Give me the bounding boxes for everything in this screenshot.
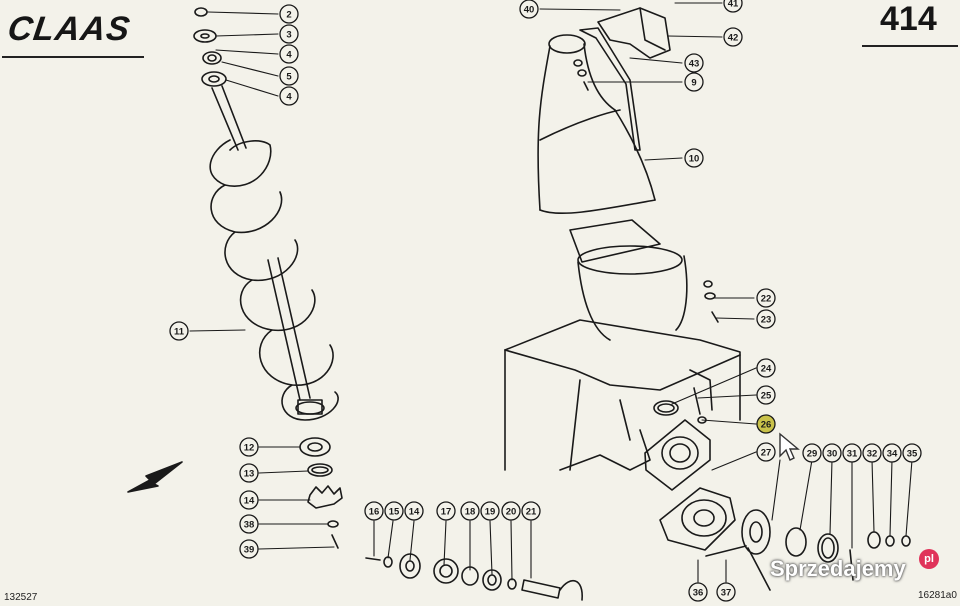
- callout-c5: 5: [279, 66, 299, 86]
- drawing-code-left: 132527: [4, 592, 38, 603]
- callout-label: 4: [286, 50, 292, 61]
- callout-c3: 3: [279, 24, 299, 44]
- sprzedajemy-badge: pl: [919, 549, 939, 569]
- callout-label: 29: [807, 449, 818, 460]
- callout-label: 12: [244, 443, 255, 454]
- callout-c4b: 4: [279, 86, 299, 106]
- callout-c38: 38: [239, 514, 259, 534]
- callout-c13: 13: [239, 463, 259, 483]
- discharge-spout-part-10: [504, 2, 755, 471]
- callout-c15: 15: [384, 501, 404, 521]
- callout-c35: 35: [902, 443, 922, 463]
- page-number: 414: [880, 0, 937, 38]
- callout-label: 18: [465, 507, 476, 518]
- callout-label: 40: [524, 5, 535, 16]
- callout-c16: 16: [364, 501, 384, 521]
- callout-label: 4: [286, 92, 292, 103]
- callout-label: 14: [409, 507, 420, 518]
- callout-c27: 27: [756, 442, 776, 462]
- callout-label: 10: [689, 154, 700, 165]
- callout-label: 25: [761, 391, 772, 402]
- callout-c24: 24: [756, 358, 776, 378]
- auger-leader-lines: [189, 11, 279, 332]
- callout-c37: 37: [716, 582, 736, 602]
- callout-c21: 21: [521, 501, 541, 521]
- callout-label: 24: [761, 364, 772, 375]
- callout-label: 32: [867, 449, 878, 460]
- callout-label: 36: [693, 588, 704, 599]
- callout-label: 2: [286, 10, 291, 21]
- callout-c41: 41: [723, 0, 743, 13]
- callout-label: 35: [907, 449, 918, 460]
- callout-label: 5: [286, 72, 292, 83]
- callout-c39: 39: [239, 539, 259, 559]
- callout-label: 17: [441, 507, 452, 518]
- callout-c25: 25: [756, 385, 776, 405]
- callout-c10: 10: [684, 148, 704, 168]
- callout-label: 30: [827, 449, 838, 460]
- callout-label: 38: [244, 520, 255, 531]
- drawing-code-right: 16281a0: [918, 590, 957, 601]
- callout-label: 3: [286, 30, 291, 41]
- bearing-parts-group: [127, 437, 343, 550]
- callout-label: 39: [244, 545, 255, 556]
- callout-c4a: 4: [279, 44, 299, 64]
- callout-c40: 40: [519, 0, 539, 19]
- callout-c18: 18: [460, 501, 480, 521]
- shaft-parts-row: [365, 520, 583, 601]
- logo-underline: [2, 56, 144, 58]
- callout-label: 15: [389, 507, 400, 518]
- callout-c11: 11: [169, 321, 189, 341]
- callout-c26: 26: [756, 414, 776, 434]
- callout-c14a: 14: [239, 490, 259, 510]
- callout-label: 22: [761, 294, 772, 305]
- callout-label: 34: [887, 449, 898, 460]
- mouse-cursor-icon: [779, 432, 800, 461]
- callout-label: 21: [526, 507, 537, 518]
- page-number-underline: [862, 45, 958, 47]
- callout-label: 14: [244, 496, 255, 507]
- callout-label: 27: [761, 448, 772, 459]
- callout-label: 19: [485, 507, 496, 518]
- callout-c17: 17: [436, 501, 456, 521]
- callout-c43: 43: [684, 53, 704, 73]
- callout-c9: 9: [684, 72, 704, 92]
- callout-c29: 29: [802, 443, 822, 463]
- callout-c2: 2: [279, 4, 299, 24]
- callout-c32: 32: [862, 443, 882, 463]
- callout-c30: 30: [822, 443, 842, 463]
- callout-label: 31: [847, 449, 858, 460]
- callout-label: 37: [721, 588, 732, 599]
- sprzedajemy-watermark: Sprzedajemy: [770, 556, 906, 581]
- callout-c34: 34: [882, 443, 902, 463]
- callout-c20: 20: [501, 501, 521, 521]
- callout-label: 13: [244, 469, 255, 480]
- callout-label: 41: [728, 0, 739, 10]
- callout-label: 43: [689, 59, 700, 70]
- callout-c36: 36: [688, 582, 708, 602]
- callout-label: 16: [369, 507, 380, 518]
- callout-c19: 19: [480, 501, 500, 521]
- callout-c42: 42: [723, 27, 743, 47]
- callout-c14b: 14: [404, 501, 424, 521]
- callout-label: 9: [691, 78, 696, 89]
- callout-label: 26: [761, 420, 772, 431]
- callout-c31: 31: [842, 443, 862, 463]
- callout-label: 20: [506, 507, 517, 518]
- callout-label: 42: [728, 33, 739, 44]
- callout-c12: 12: [239, 437, 259, 457]
- callout-label: 11: [174, 327, 185, 338]
- auger-part-11: [193, 7, 339, 421]
- callout-label: 23: [761, 315, 772, 326]
- gearbox-parts: [644, 367, 913, 591]
- callout-c22: 22: [756, 288, 776, 308]
- callout-c23: 23: [756, 309, 776, 329]
